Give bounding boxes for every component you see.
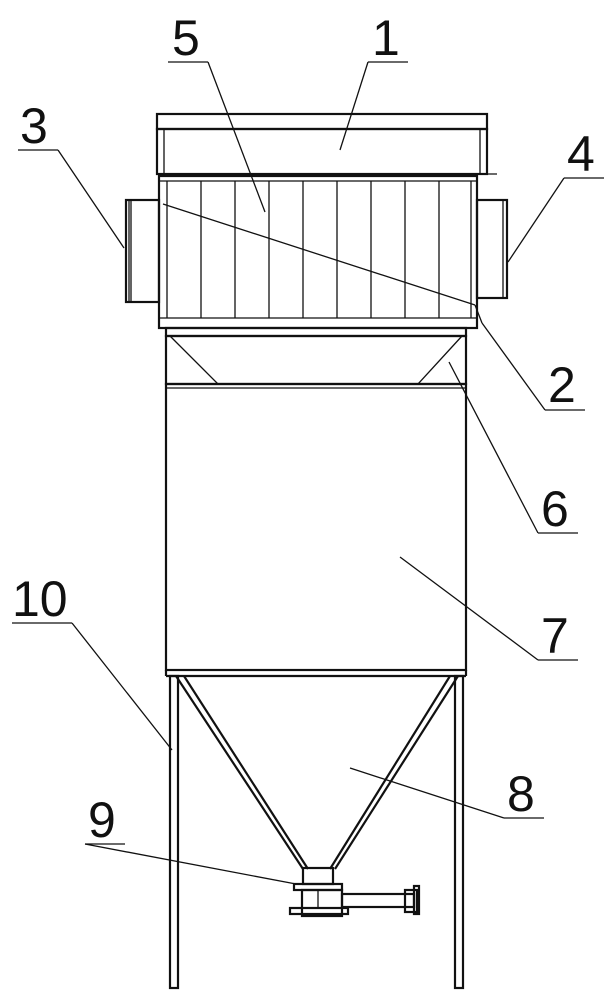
outlet-duct (475, 198, 509, 300)
callout-9: 9 (88, 792, 116, 848)
support-legs (168, 674, 465, 990)
filter-chamber (157, 174, 479, 330)
inlet-duct (124, 198, 161, 304)
discharge-valve (288, 866, 421, 918)
transition-hopper (164, 326, 468, 386)
callout-7: 7 (541, 608, 569, 664)
callout-3: 3 (20, 98, 48, 154)
top-cover (155, 112, 497, 176)
callout-8: 8 (507, 766, 535, 822)
callout-10: 10 (12, 571, 68, 627)
callout-1: 1 (372, 10, 400, 66)
callout-4: 4 (567, 126, 595, 182)
ash-hopper (164, 670, 468, 870)
callout-6: 6 (541, 481, 569, 537)
callout-5: 5 (172, 10, 200, 66)
callout-2: 2 (548, 357, 576, 413)
main-body (164, 382, 468, 672)
leader-lines (12, 61, 604, 885)
callout-labels: 1 2 3 4 5 6 7 8 9 10 (12, 10, 595, 848)
